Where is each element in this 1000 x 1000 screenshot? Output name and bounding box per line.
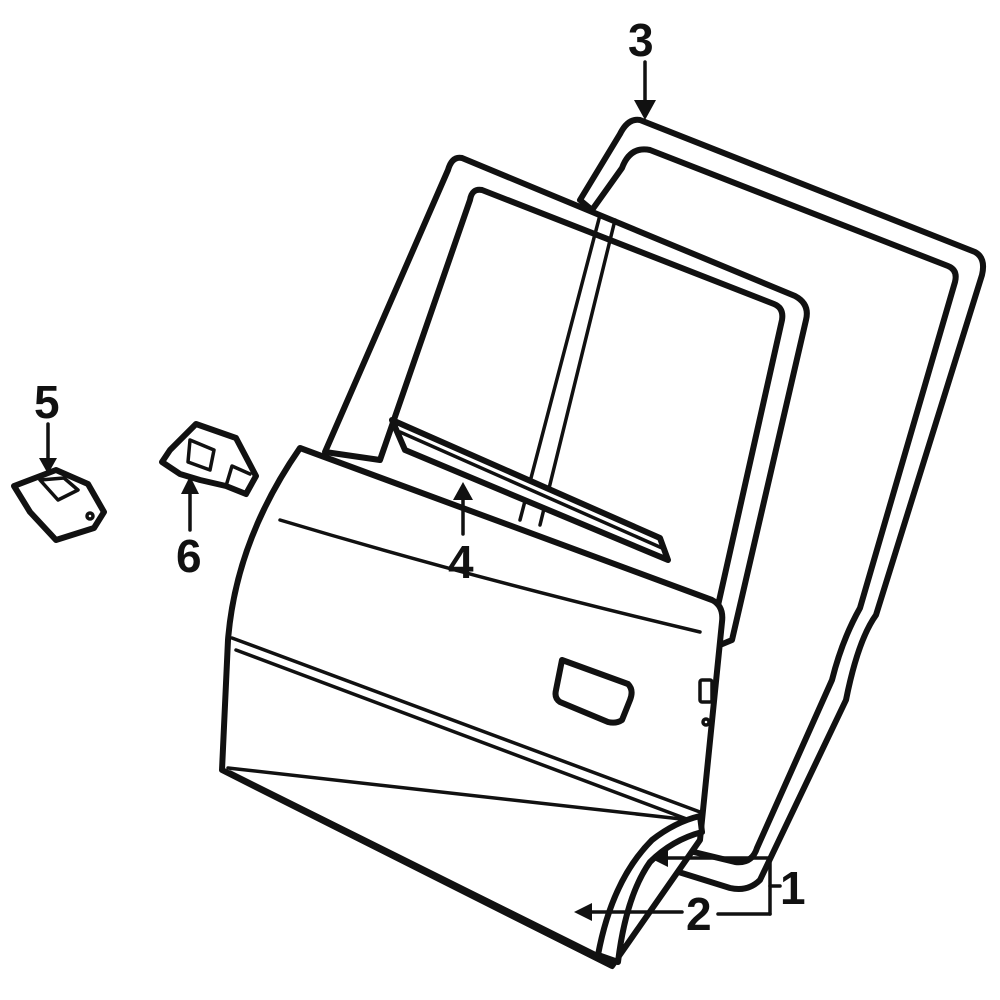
callout-2: 2 bbox=[686, 888, 712, 940]
belt-molding-part-4 bbox=[389, 417, 671, 563]
lock-part-6 bbox=[159, 421, 259, 497]
callout-4: 4 bbox=[448, 536, 474, 588]
door-window-frame bbox=[322, 154, 810, 653]
door-shell bbox=[219, 445, 726, 969]
lower-trim-parts-1-2 bbox=[228, 770, 705, 965]
bracket-part-5 bbox=[11, 467, 107, 543]
weatherstrip-part-3 bbox=[577, 116, 987, 892]
callout-1: 1 bbox=[780, 862, 806, 914]
callout-3: 3 bbox=[628, 14, 654, 66]
callout-6: 6 bbox=[176, 530, 202, 582]
callout-5: 5 bbox=[34, 376, 60, 428]
leader-lines bbox=[39, 60, 782, 921]
